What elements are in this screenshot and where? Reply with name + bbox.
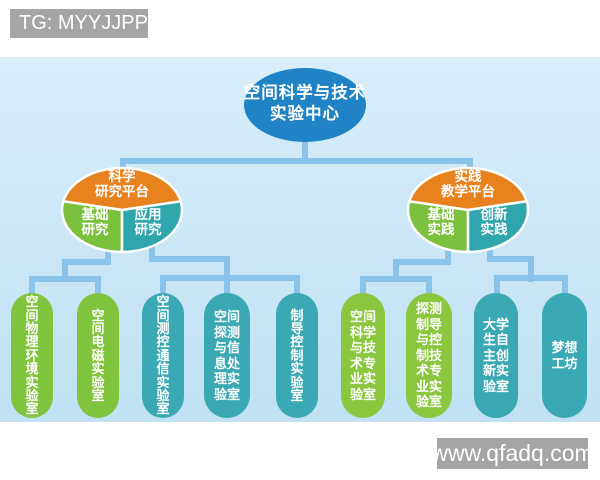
science-platform-pie [60,166,184,254]
applied-research-label: 应用研究 [121,207,175,237]
lab-label: 制导控制实验室 [290,307,304,404]
lab-label: 梦想工坊 [551,340,578,371]
root-line2: 实验中心 [270,105,340,123]
practice-platform-top-sector [408,166,528,212]
lab-capsule-dream-workshop: 梦想工坊 [542,293,587,418]
innovative-practice-line2: 实践 [480,222,508,237]
practice-title-line2: 教学平台 [441,184,495,199]
applied-research-line1: 应用 [134,207,162,222]
science-platform-title: 科学研究平台 [62,169,182,199]
lab-label: 空间物理环境实验室 [25,294,39,417]
basic-research-sector [60,200,124,254]
basic-practice-line2: 实践 [427,222,455,237]
watermark-top-text: TG: MYYJJPP [19,12,148,34]
innovative-practice-label: 创新实践 [467,207,521,237]
lab-capsule-space-detection-info-processing: 空间探测与信息处理实验室 [204,293,250,418]
lab-capsule-detection-guidance-control-major: 探测制导与控制技术专业实验室 [406,293,452,418]
science-platform-top-sector [62,166,182,212]
science-title-line1: 科学 [108,169,136,184]
lab-label: 大学生自主创新实验室 [482,316,509,394]
connector-basic-research [29,242,111,296]
applied-research-line2: 研究 [134,222,162,237]
lab-capsule-space-tt-and-c-comm: 空间测控通信实验室 [142,293,184,418]
lab-label: 空间测控通信实验室 [156,294,170,417]
root-line1: 空间科学与技术 [243,84,367,102]
watermark-top-left: TG: MYYJJPP [10,9,148,38]
basic-research-label: 基础研究 [68,207,122,237]
root-node-ellipse [244,68,366,142]
lab-capsule-student-innovation: 大学生自主创新实验室 [474,293,518,418]
lab-label: 空间探测与信息处理实验室 [213,309,240,402]
basic-research-line2: 研究 [81,222,109,237]
lab-label: 探测制导与控制技术专业实验室 [415,301,442,410]
innovative-practice-line1: 创新 [480,207,508,222]
basic-practice-sector [406,200,470,254]
lab-label: 空间科学与技术专业实验室 [349,309,376,402]
lab-capsule-space-electromagnetics: 空间电磁实验室 [77,293,119,418]
basic-practice-line1: 基础 [427,207,455,222]
practice-platform-pie [406,166,530,254]
basic-research-line1: 基础 [81,207,109,222]
lab-capsule-guidance-control: 制导控制实验室 [276,293,318,418]
innovative-practice-sector [466,200,530,254]
applied-research-sector [120,200,184,254]
watermark-bottom-text: www.qfadq.com [431,440,594,466]
science-title-line2: 研究平台 [95,184,149,199]
lab-label: 空间电磁实验室 [91,307,105,404]
connector-innovative-practice [487,242,568,296]
root-node-label: 空间科学与技术实验中心 [235,83,375,125]
practice-platform-title: 实践教学平台 [408,169,528,199]
lab-capsule-space-physics-environment: 空间物理环境实验室 [11,293,53,418]
watermark-bottom-right: www.qfadq.com [431,438,594,469]
practice-title-line1: 实践 [454,169,482,184]
lab-capsule-space-science-tech-major: 空间科学与技术专业实验室 [341,293,385,418]
connector-basic-practice [360,242,451,296]
basic-practice-label: 基础实践 [414,207,468,237]
connector-applied-research [149,242,300,296]
